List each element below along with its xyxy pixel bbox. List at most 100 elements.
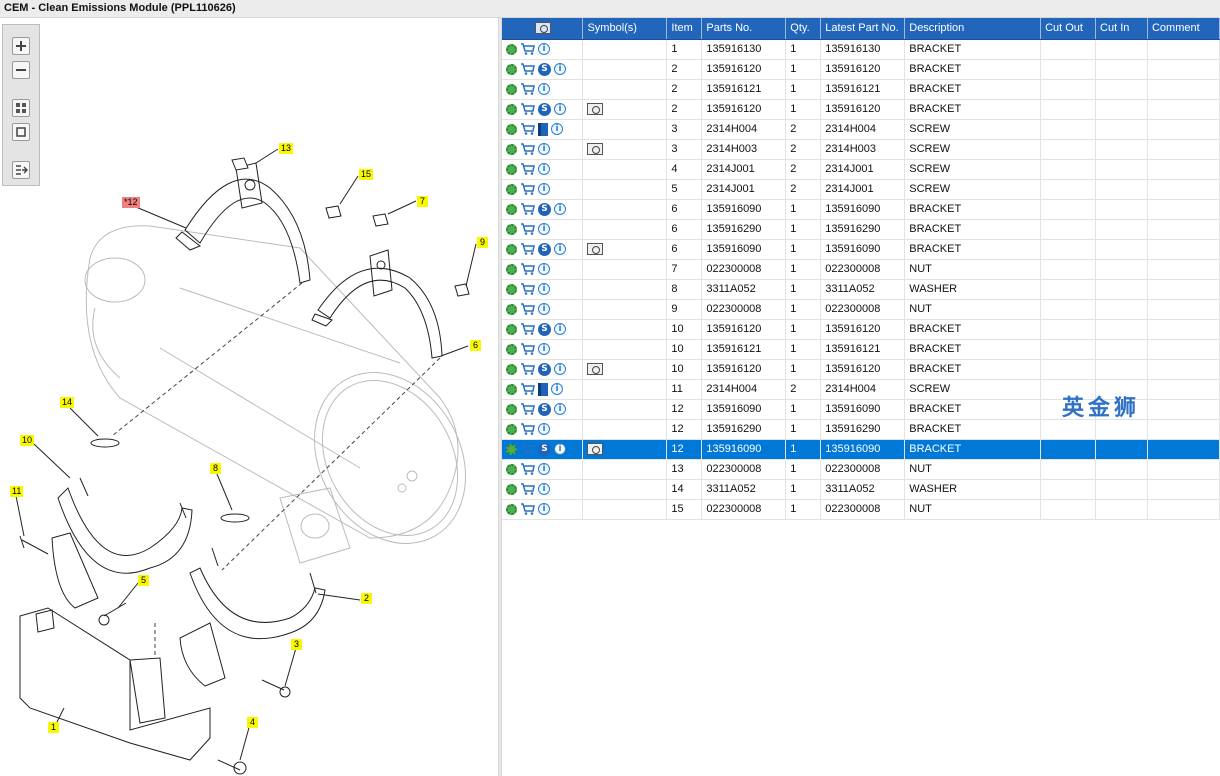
manual-book-icon[interactable] xyxy=(538,382,548,396)
info-icon[interactable]: i xyxy=(538,483,550,496)
shopping-cart-icon[interactable] xyxy=(520,343,535,355)
supersession-s-icon[interactable]: S xyxy=(538,202,551,216)
column-header-cut-out[interactable]: Cut Out xyxy=(1040,18,1097,40)
shopping-cart-icon[interactable] xyxy=(520,163,535,175)
info-icon[interactable]: i xyxy=(538,263,550,276)
column-header-item[interactable]: Item xyxy=(666,18,703,40)
settings-gear-icon[interactable] xyxy=(506,183,517,195)
manual-book-icon[interactable] xyxy=(538,122,548,136)
callout-10[interactable]: 10 xyxy=(20,435,35,446)
settings-gear-icon[interactable] xyxy=(506,163,517,175)
callout-8[interactable]: 8 xyxy=(210,463,221,474)
column-header-symbol-s[interactable]: Symbol(s) xyxy=(582,18,668,40)
settings-gear-icon[interactable] xyxy=(506,63,517,75)
settings-gear-icon[interactable] xyxy=(506,243,517,255)
info-icon[interactable]: i xyxy=(538,43,550,56)
callout-2[interactable]: 2 xyxy=(361,593,372,604)
magnifier-icon[interactable] xyxy=(587,143,604,156)
callout-6[interactable]: 6 xyxy=(470,340,481,351)
settings-gear-icon[interactable] xyxy=(506,103,517,115)
column-header-cut-in[interactable]: Cut In xyxy=(1095,18,1148,40)
shopping-cart-icon[interactable] xyxy=(520,143,535,155)
settings-gear-icon[interactable] xyxy=(506,403,517,415)
info-icon[interactable]: i xyxy=(551,383,563,395)
info-icon[interactable]: i xyxy=(554,103,566,115)
fit-page-button[interactable] xyxy=(12,123,30,141)
supersession-s-icon[interactable]: S xyxy=(538,322,551,336)
info-icon[interactable]: i xyxy=(554,403,566,415)
info-icon[interactable]: i xyxy=(554,443,566,455)
fit-all-button[interactable] xyxy=(12,99,30,117)
shopping-cart-icon[interactable] xyxy=(520,243,535,255)
supersession-s-icon[interactable]: S xyxy=(538,402,551,416)
info-icon[interactable]: i xyxy=(551,123,563,135)
magnifier-icon[interactable] xyxy=(587,443,604,456)
shopping-cart-icon[interactable] xyxy=(520,323,535,335)
settings-gear-icon[interactable] xyxy=(506,423,517,435)
shopping-cart-icon[interactable] xyxy=(520,223,535,235)
info-icon[interactable]: i xyxy=(538,83,550,96)
column-header-parts-no[interactable]: Parts No. xyxy=(701,18,787,40)
callout-5[interactable]: 5 xyxy=(138,575,149,586)
supersession-s-icon[interactable]: S xyxy=(538,442,551,456)
shopping-cart-icon[interactable] xyxy=(520,183,535,195)
settings-gear-icon[interactable] xyxy=(506,483,517,495)
shopping-cart-icon[interactable] xyxy=(520,403,535,415)
callout-14[interactable]: 14 xyxy=(60,397,75,408)
shopping-cart-icon[interactable] xyxy=(520,363,535,375)
settings-gear-icon[interactable] xyxy=(506,203,517,215)
shopping-cart-icon[interactable] xyxy=(520,463,535,475)
shopping-cart-icon[interactable] xyxy=(520,123,535,135)
shopping-cart-icon[interactable] xyxy=(520,383,535,395)
settings-gear-icon[interactable] xyxy=(506,303,517,315)
shopping-cart-icon[interactable] xyxy=(520,83,535,95)
info-icon[interactable]: i xyxy=(554,203,566,215)
shopping-cart-icon[interactable] xyxy=(520,63,535,75)
magnifier-icon[interactable] xyxy=(587,243,604,256)
settings-gear-icon[interactable] xyxy=(506,343,517,355)
supersession-s-icon[interactable]: S xyxy=(538,62,551,76)
settings-gear-icon[interactable] xyxy=(506,143,517,155)
settings-gear-icon[interactable] xyxy=(506,263,517,275)
info-icon[interactable]: i xyxy=(538,503,550,516)
callout-3[interactable]: 3 xyxy=(291,639,302,650)
info-icon[interactable]: i xyxy=(538,223,550,236)
magnifier-icon[interactable] xyxy=(587,103,604,116)
column-header-qty[interactable]: Qty. xyxy=(785,18,822,40)
info-icon[interactable]: i xyxy=(538,143,550,156)
shopping-cart-icon[interactable] xyxy=(520,423,535,435)
callout-1[interactable]: 1 xyxy=(48,722,59,733)
settings-gear-icon[interactable] xyxy=(506,463,517,475)
info-icon[interactable]: i xyxy=(554,323,566,335)
info-icon[interactable]: i xyxy=(538,183,550,196)
callout-12[interactable]: *12 xyxy=(122,197,140,208)
info-icon[interactable]: i xyxy=(538,163,550,176)
info-icon[interactable]: i xyxy=(554,243,566,255)
info-icon[interactable]: i xyxy=(538,423,550,436)
zoom-in-button[interactable] xyxy=(12,37,30,55)
shopping-cart-icon[interactable] xyxy=(520,43,535,55)
callout-4[interactable]: 4 xyxy=(247,717,258,728)
supersession-s-icon[interactable]: S xyxy=(538,102,551,116)
info-icon[interactable]: i xyxy=(538,303,550,316)
info-icon[interactable]: i xyxy=(538,463,550,476)
